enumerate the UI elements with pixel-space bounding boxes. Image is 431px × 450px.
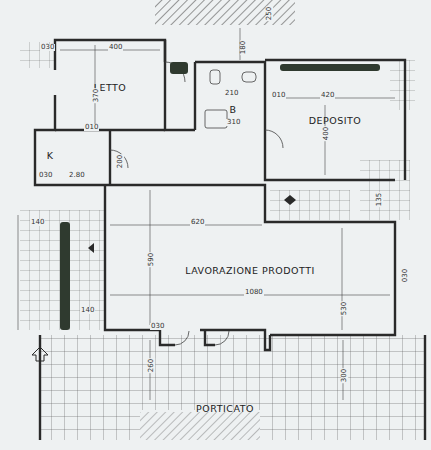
tiled-floors	[20, 0, 425, 440]
room-label: B	[222, 102, 244, 116]
room-name: K	[47, 150, 54, 161]
room-name: PORTICATO	[196, 403, 254, 414]
dimension-text: 400	[108, 44, 123, 51]
dimension-text: 135	[376, 192, 383, 207]
room-name: LAVORAZIONE PRODOTTI	[185, 265, 315, 276]
room-label: PORTICATO	[150, 396, 300, 420]
dimension-text: 370	[93, 88, 100, 103]
dimension-text: 030	[38, 172, 53, 179]
dimension-text: 030	[402, 268, 409, 283]
dimension-text: 140	[80, 307, 95, 314]
dimension-text: 620	[190, 219, 205, 226]
dimension-text: 180	[240, 40, 247, 55]
room-label: LAVORAZIONE PRODOTTI	[140, 258, 360, 282]
doors	[110, 62, 283, 345]
dimension-text: 420	[320, 92, 335, 99]
walls	[35, 40, 425, 440]
dimension-text: 140	[30, 219, 45, 226]
room-label: LETTO	[60, 72, 160, 102]
dimension-text: 010	[84, 124, 99, 131]
dimension-lines	[18, 28, 395, 400]
dimension-text: 2.80	[68, 172, 86, 179]
dimension-text: 400	[323, 126, 330, 141]
dimension-text: 250	[266, 6, 273, 21]
room-label: K	[38, 140, 62, 170]
room-name: B	[229, 104, 236, 115]
dimension-text: 010	[271, 92, 286, 99]
dimension-text: 310	[226, 119, 241, 126]
dimension-text: 210	[224, 90, 239, 97]
room-label: DEPOSITO	[280, 108, 390, 132]
dimension-text: 260	[148, 358, 155, 373]
dimension-text: 590	[148, 252, 155, 267]
dimension-text: 300	[341, 368, 348, 383]
dimension-text: 200	[117, 154, 124, 169]
dimension-text: 530	[341, 301, 348, 316]
dimension-text: 030	[150, 323, 165, 330]
arrows	[32, 195, 296, 361]
dimension-text: 030	[40, 44, 55, 51]
room-name: DEPOSITO	[309, 115, 362, 126]
planters	[60, 62, 380, 330]
dimension-text: 1080	[244, 289, 264, 296]
